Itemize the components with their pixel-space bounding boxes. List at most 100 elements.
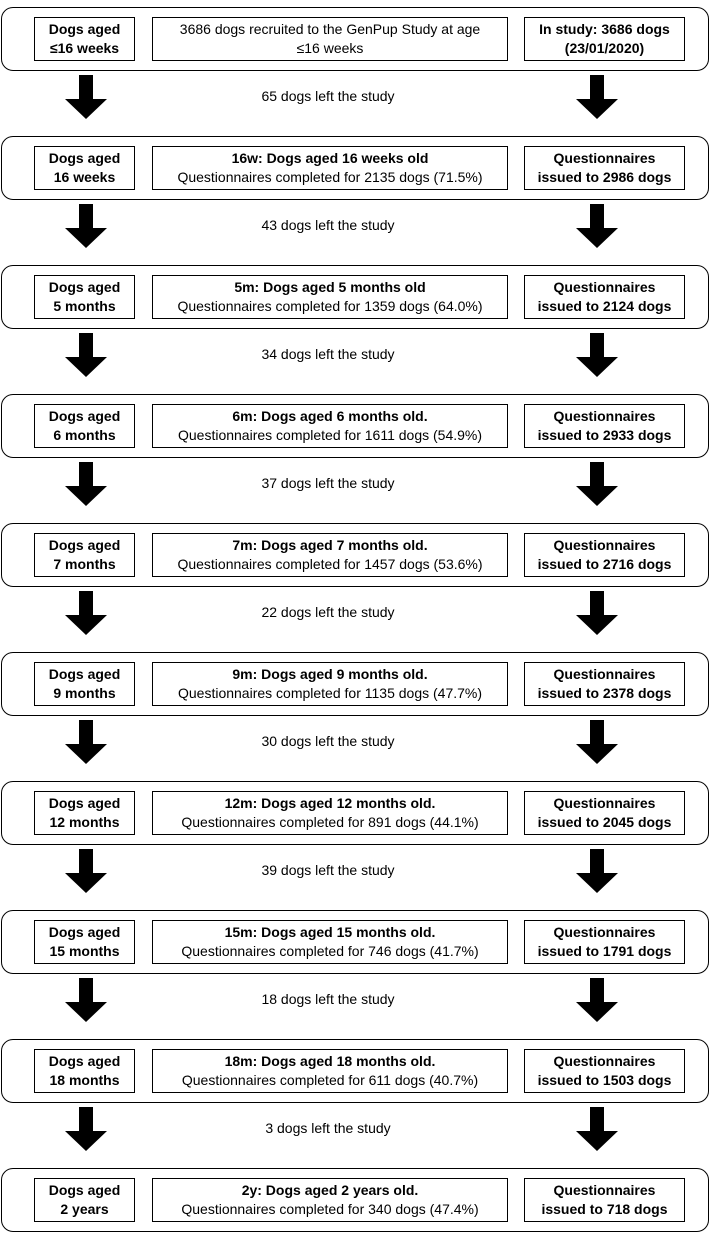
transition: 18 dogs left the study [0, 974, 712, 1031]
questionnaire-line: Questionnaires [553, 924, 656, 940]
age-label-line: Dogs aged [48, 666, 121, 682]
age-label-line: 9 months [53, 685, 116, 701]
stage-detail: Questionnaires completed for 340 dogs (4… [181, 1201, 479, 1217]
right-arrow [576, 849, 618, 893]
right-arrow [576, 204, 618, 248]
stage-title: 2y: Dogs aged 2 years old. [241, 1182, 419, 1198]
dropout-label: 37 dogs left the study [261, 475, 395, 491]
left-arrow [65, 1107, 107, 1151]
transition: 3 dogs left the study [0, 1103, 712, 1160]
questionnaire-line: Questionnaires [553, 1182, 656, 1198]
down-arrow-icon [576, 1107, 618, 1151]
stage-box: 3686 dogs recruited to the GenPup Study … [152, 17, 508, 61]
down-arrow-icon [65, 1107, 107, 1151]
stage-box: 15m: Dogs aged 15 months old.Questionnai… [152, 920, 508, 964]
dropout-label: 18 dogs left the study [261, 991, 395, 1007]
questionnaire-line: issued to 2933 dogs [537, 427, 672, 443]
transition: 39 dogs left the study [0, 845, 712, 902]
right-arrow [576, 591, 618, 635]
questionnaire-line: issued to 2124 dogs [537, 298, 672, 314]
stage-detail: ≤16 weeks [296, 40, 364, 56]
questionnaire-line: Questionnaires [553, 795, 656, 811]
age-label-line: 16 weeks [53, 169, 116, 185]
questionnaire-line: Questionnaires [553, 279, 656, 295]
right-arrow [576, 462, 618, 506]
dropout-label: 3 dogs left the study [265, 1120, 391, 1136]
age-label-line: 6 months [53, 427, 116, 443]
stage-title: 5m: Dogs aged 5 months old [234, 279, 426, 295]
stage-title: 18m: Dogs aged 18 months old. [224, 1053, 436, 1069]
questionnaire-line: issued to 1503 dogs [537, 1072, 672, 1088]
questionnaire-line: issued to 2716 dogs [537, 556, 672, 572]
down-arrow-icon [65, 462, 107, 506]
left-arrow [65, 204, 107, 248]
questionnaire-line: issued to 2378 dogs [537, 685, 672, 701]
questionnaire-line: Questionnaires [553, 1053, 656, 1069]
down-arrow-icon [65, 591, 107, 635]
age-label-line: 12 months [49, 814, 120, 830]
stage-box: 9m: Dogs aged 9 months old.Questionnaire… [152, 662, 508, 706]
down-arrow-icon [576, 978, 618, 1022]
stage-title: 15m: Dogs aged 15 months old. [224, 924, 436, 940]
stage-title: 16w: Dogs aged 16 weeks old [231, 150, 429, 166]
stage-title: 3686 dogs recruited to the GenPup Study … [179, 21, 481, 37]
left-arrow [65, 978, 107, 1022]
down-arrow-icon [576, 591, 618, 635]
age-box: Dogs aged≤16 weeks [34, 17, 135, 61]
right-arrow [576, 978, 618, 1022]
right-arrow [576, 75, 618, 119]
stage-box: 7m: Dogs aged 7 months old.Questionnaire… [152, 533, 508, 577]
stage-detail: Questionnaires completed for 1611 dogs (… [177, 427, 483, 443]
dropout-label: 30 dogs left the study [261, 733, 395, 749]
left-arrow [65, 75, 107, 119]
questionnaire-line: Questionnaires [553, 150, 656, 166]
stage-detail: Questionnaires completed for 2135 dogs (… [177, 169, 483, 185]
age-label-line: 18 months [49, 1072, 120, 1088]
age-box: Dogs aged 18 months [34, 1049, 135, 1093]
transition: 37 dogs left the study [0, 458, 712, 515]
age-label-line: Dogs aged [48, 924, 121, 940]
stage-detail: Questionnaires completed for 1135 dogs (… [177, 685, 483, 701]
timepoint-row: Dogs aged 9 months 9m: Dogs aged 9 months … [1, 652, 709, 716]
stage-detail: Questionnaires completed for 611 dogs (4… [181, 1072, 479, 1088]
dropout-label: 39 dogs left the study [261, 862, 395, 878]
stage-detail: Questionnaires completed for 1359 dogs (… [177, 298, 483, 314]
questionnaire-line: issued to 2986 dogs [537, 169, 672, 185]
timepoint-row: Dogs aged 18 months 18m: Dogs aged 18 mont… [1, 1039, 709, 1103]
down-arrow-icon [576, 204, 618, 248]
questionnaire-line: Questionnaires [553, 537, 656, 553]
stage-box: 2y: Dogs aged 2 years old. Questionnaires… [152, 1178, 508, 1222]
age-box: Dogs aged 6 months [34, 404, 135, 448]
right-arrow [576, 1107, 618, 1151]
dropout-label: 65 dogs left the study [261, 88, 395, 104]
questionnaire-line: issued to 1791 dogs [537, 943, 672, 959]
age-label-line: Dogs aged [48, 408, 121, 424]
left-arrow [65, 720, 107, 764]
down-arrow-icon [65, 204, 107, 248]
down-arrow-icon [576, 462, 618, 506]
questionnaire-box: In study: 3686 dogs(23/01/2020) [524, 17, 685, 61]
questionnaire-box: Questionnaires issued to 1503 dogs [524, 1049, 685, 1093]
right-arrow [576, 720, 618, 764]
age-box: Dogs aged 15 months [34, 920, 135, 964]
stage-detail: Questionnaires completed for 891 dogs (4… [181, 814, 479, 830]
age-label-line: 15 months [49, 943, 120, 959]
questionnaire-line: In study: 3686 dogs [539, 21, 670, 37]
dropout-label: 22 dogs left the study [261, 604, 395, 620]
age-label-line: Dogs aged [48, 1053, 121, 1069]
timepoint-row: Dogs aged 15 months 15m: Dogs aged 15 mont… [1, 910, 709, 974]
